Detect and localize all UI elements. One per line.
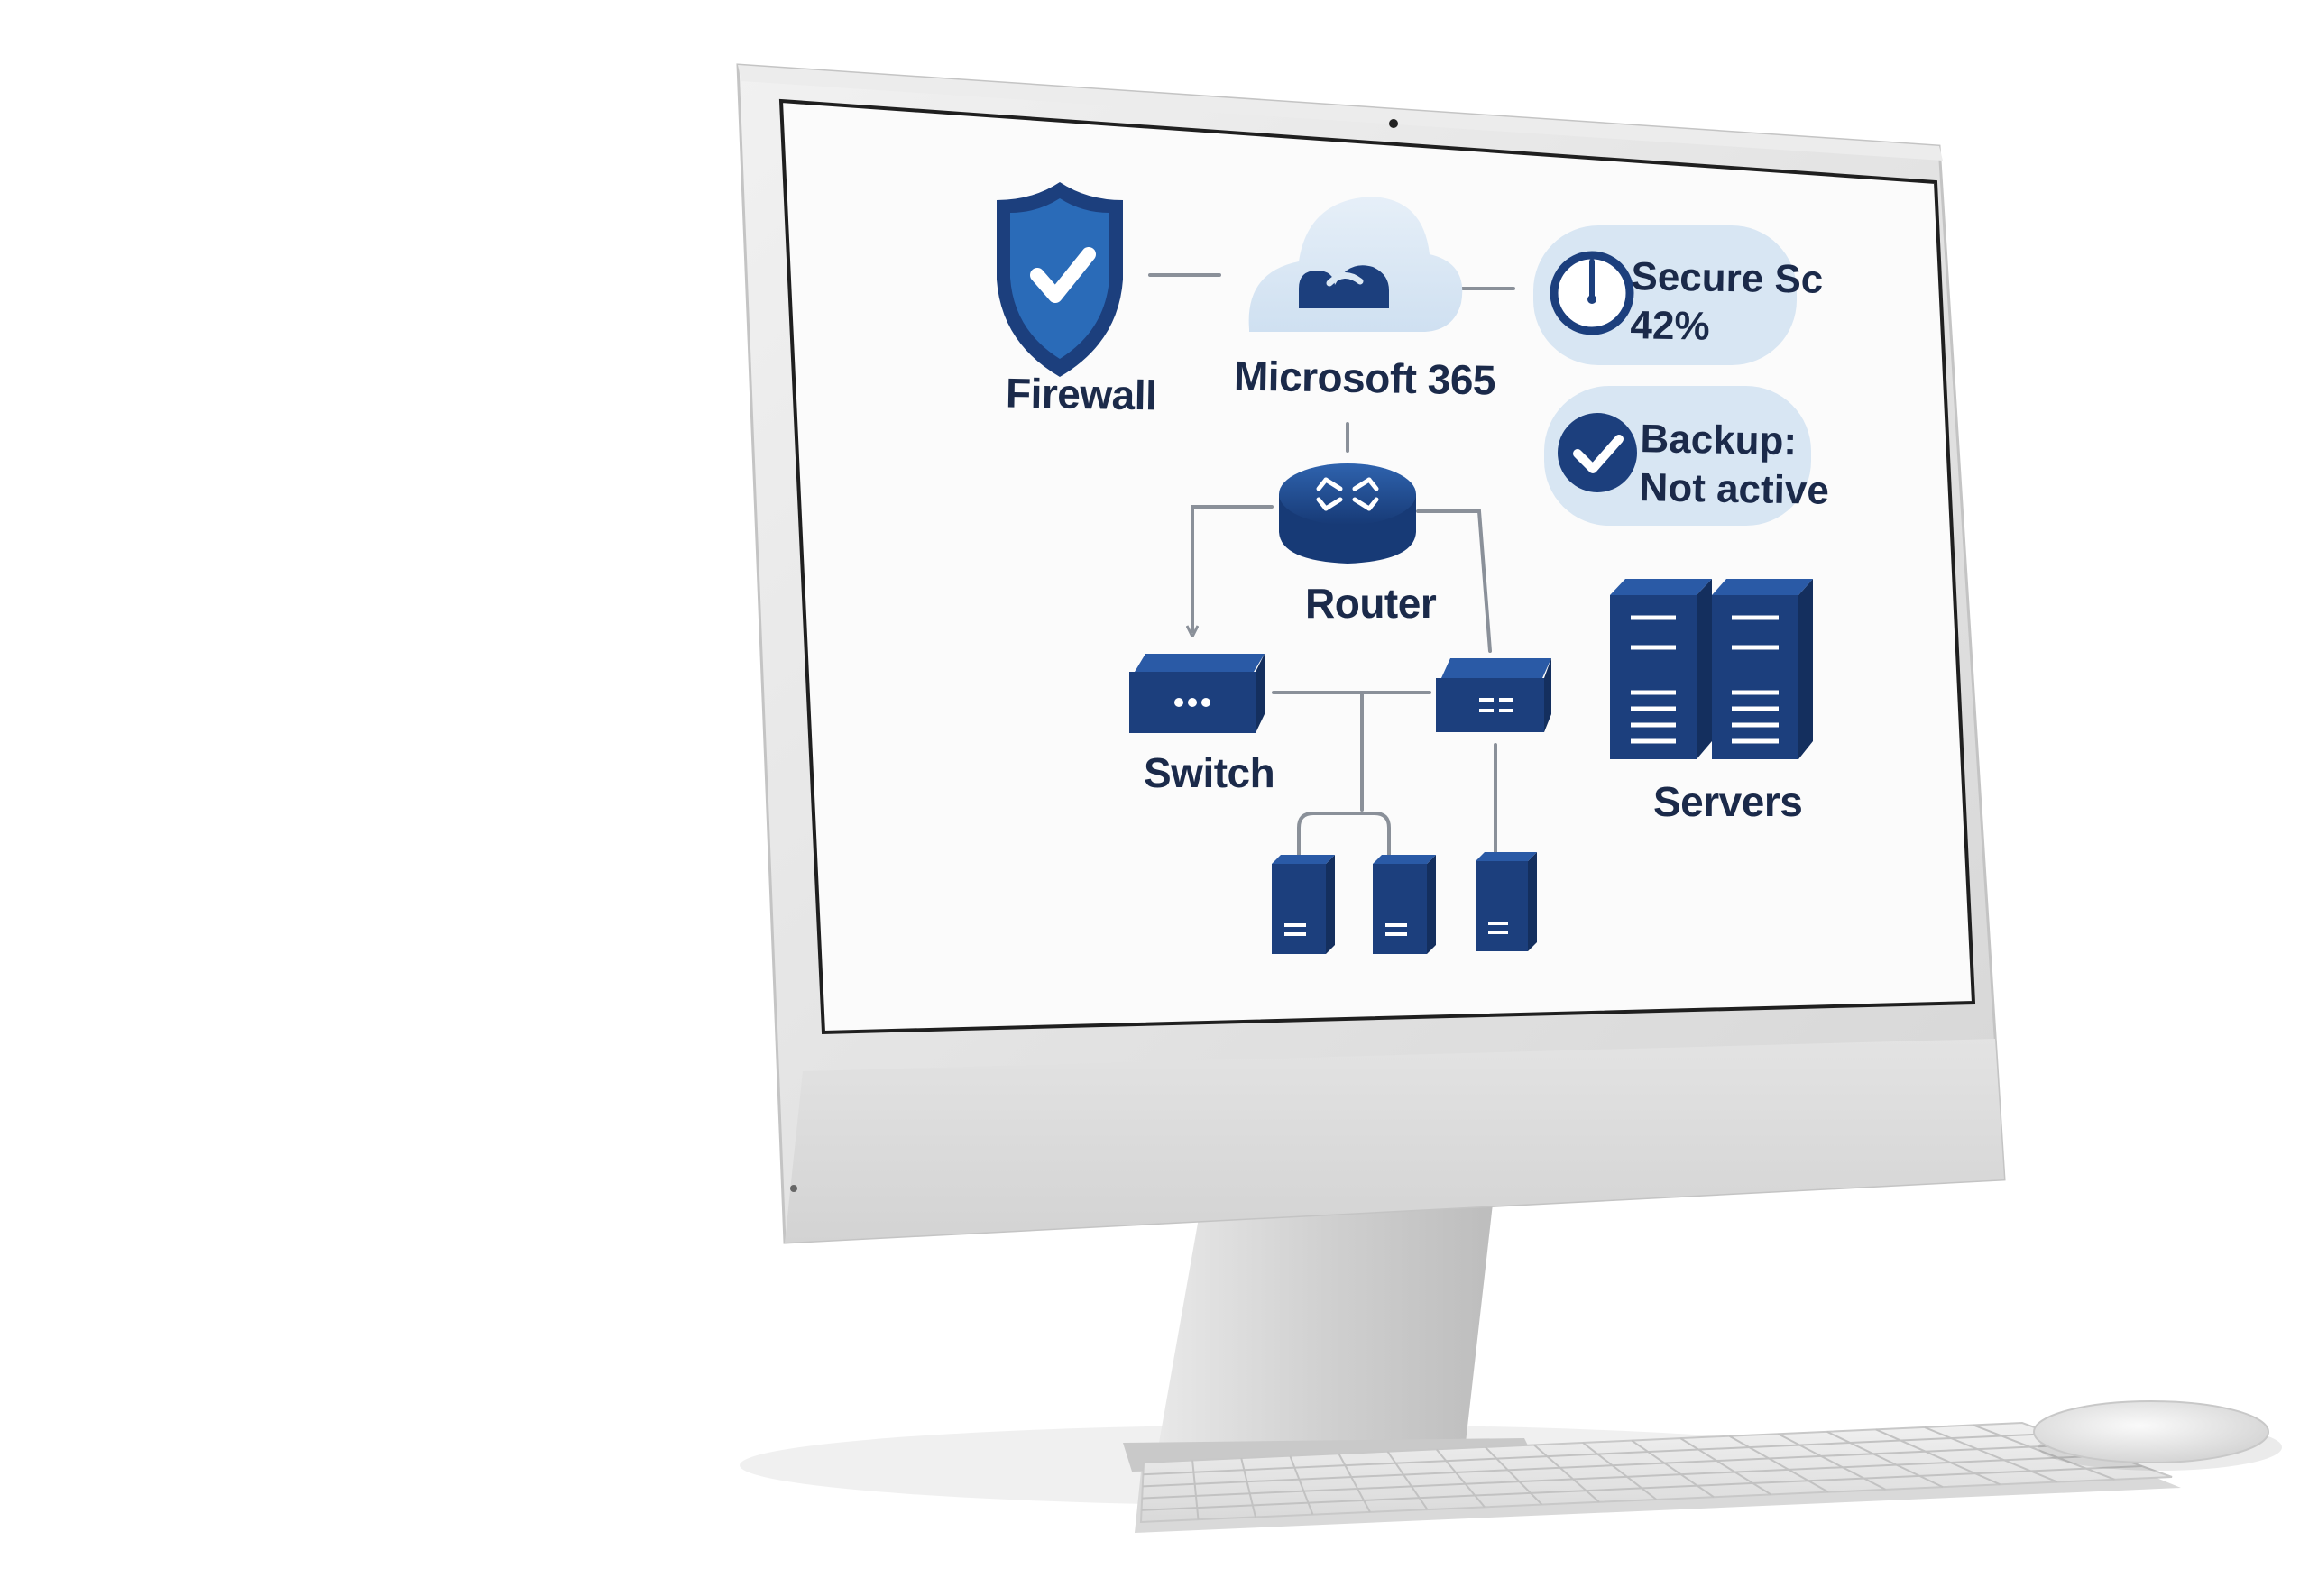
- mouse-icon: [2033, 1400, 2282, 1471]
- switch-label: Switch: [1144, 749, 1275, 796]
- key-column-line: [1533, 1444, 1600, 1503]
- server-icon: [1272, 855, 1335, 954]
- router-switch-link: [1192, 505, 1274, 631]
- shield-check-icon: [997, 182, 1123, 377]
- key-column-line: [1435, 1448, 1486, 1508]
- router-icon: [1279, 463, 1416, 564]
- key-column-line: [1631, 1439, 1715, 1499]
- server-icon: [1610, 579, 1712, 759]
- gauge-icon: [1550, 251, 1634, 335]
- key-column-line: [1728, 1435, 1829, 1493]
- cloud-label: Microsoft 365: [1233, 352, 1496, 404]
- server-icon: [1712, 579, 1813, 759]
- cloud-logo-icon: [1299, 265, 1389, 308]
- router-label: Router: [1305, 580, 1437, 627]
- key-column-line: [1485, 1446, 1543, 1506]
- backup-status-value: Not active: [1639, 465, 1830, 513]
- indicator-dot: [790, 1185, 797, 1192]
- camera-icon: [1389, 119, 1398, 128]
- secure-score-badge: [1533, 225, 1797, 365]
- servers-label: Servers: [1653, 778, 1803, 825]
- switch-icon: [1129, 654, 1265, 733]
- key-column-line: [1826, 1430, 1944, 1489]
- secure-score-value: 42%: [1630, 303, 1711, 349]
- key-column-line: [1973, 1424, 2115, 1481]
- server-icon: [1373, 855, 1436, 954]
- router-switch2-link: [1416, 509, 1492, 653]
- key-column-line: [1777, 1433, 1886, 1491]
- key-column-line: [1679, 1437, 1772, 1496]
- backup-status-text: Backup: Not active: [1639, 415, 1830, 516]
- key-column-line: [1240, 1457, 1256, 1518]
- secure-score-text: Secure Sc 42%: [1630, 252, 1824, 353]
- key-column-line: [1582, 1442, 1658, 1500]
- switch-icon: [1436, 658, 1551, 732]
- check-circle-icon: [1558, 413, 1637, 492]
- key-column-line: [1924, 1426, 2058, 1483]
- key-column-line: [1875, 1428, 2001, 1486]
- firewall-label: Firewall: [1005, 369, 1157, 419]
- endpoint-branch-link: [1297, 812, 1391, 857]
- cloud-icon: [1248, 197, 1463, 332]
- key-column-line: [1386, 1451, 1429, 1510]
- key-column-line: [1338, 1453, 1371, 1513]
- key-column-line: [1289, 1455, 1314, 1516]
- connectors: [1148, 273, 1515, 857]
- backup-status-badge: [1544, 386, 1811, 526]
- server-icon: [1476, 852, 1537, 951]
- secure-score-title: Secure Sc: [1631, 254, 1824, 302]
- key-column-line: [1191, 1460, 1200, 1520]
- keyboard-icon: [1135, 1421, 2181, 1533]
- backup-status-title: Backup:: [1640, 417, 1798, 464]
